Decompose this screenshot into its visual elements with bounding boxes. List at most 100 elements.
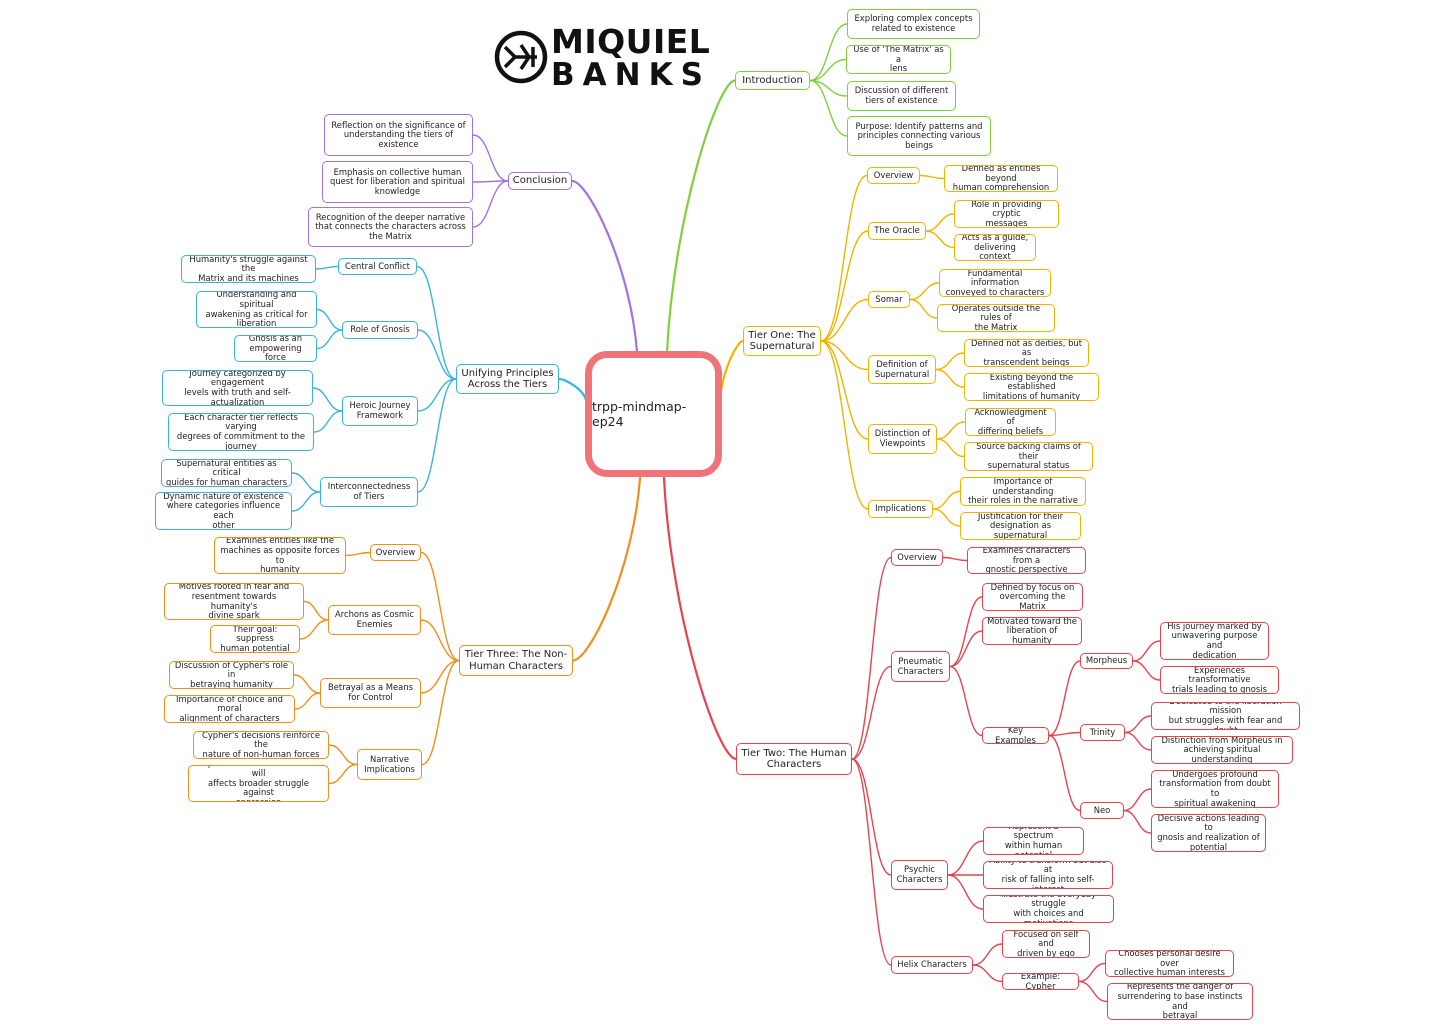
node-t2[interactable]: Tier Two: The Human Characters: [736, 743, 852, 775]
node-t2-tr[interactable]: Trinity: [1080, 724, 1125, 741]
node-t3-ar[interactable]: Archons as Cosmic Enemies: [328, 605, 421, 635]
connector-intro: [665, 79, 737, 354]
node-t2-ne[interactable]: Neo: [1080, 802, 1124, 819]
node-t3-na-1[interactable]: Cypher's decisions reinforce the nature …: [193, 731, 329, 759]
connector-intro_2: [809, 58, 847, 82]
node-co-2[interactable]: Emphasis on collective human quest for l…: [322, 161, 473, 203]
logo-line-1: MIQUIEL: [551, 22, 711, 61]
node-un-ic[interactable]: Interconnectedness of Tiers: [320, 477, 418, 507]
node-t1-or[interactable]: The Oracle: [868, 222, 926, 240]
node-intro-1[interactable]: Exploring complex concepts related to ex…: [847, 9, 980, 39]
node-t2-pn[interactable]: Pneumatic Characters: [891, 651, 950, 682]
node-un-hj[interactable]: Heroic Journey Framework: [342, 396, 418, 426]
node-t2-pn-2[interactable]: Motivated toward the liberation of human…: [982, 617, 1082, 645]
node-t2-cy-1[interactable]: Chooses personal desire over collective …: [1105, 950, 1234, 977]
node-t1-de-2[interactable]: Existing beyond the established limitati…: [964, 373, 1099, 401]
node-t2-cy[interactable]: Example: Cypher: [1002, 973, 1079, 990]
connector-un_hj_2: [313, 410, 343, 433]
node-t1-so[interactable]: Somar: [868, 291, 910, 308]
node-t2-pn-1[interactable]: Defined by focus on overcoming the Matri…: [982, 583, 1083, 611]
node-un-ic-2[interactable]: Dynamic nature of existence where catego…: [155, 492, 292, 530]
node-t3-ar-2[interactable]: Their goal: suppress human potential: [210, 625, 300, 653]
node-t3[interactable]: Tier Three: The Non- Human Characters: [459, 645, 573, 676]
node-t3-ov-1[interactable]: Examines entities like the machines as o…: [214, 537, 346, 574]
connector-t2_ov: [851, 556, 892, 760]
connector-t1_de: [820, 340, 869, 371]
node-un-hj-2[interactable]: Each character tier reflects varying deg…: [168, 413, 314, 451]
node-t3-be-2[interactable]: Importance of choice and moral alignment…: [164, 695, 295, 723]
node-t1-im-1[interactable]: Importance of understanding their roles …: [960, 477, 1086, 506]
node-intro-3[interactable]: Discussion of different tiers of existen…: [847, 81, 956, 111]
connector-t2_cy: [972, 964, 1003, 983]
node-t1-de-1[interactable]: Defined not as deities, but as transcend…: [964, 339, 1089, 367]
connector-t3_ar_2: [299, 619, 329, 640]
node-t1-so-1[interactable]: Fundamental information conveyed to char…: [939, 269, 1051, 297]
node-t3-ov[interactable]: Overview: [370, 544, 421, 561]
node-intro[interactable]: Introduction: [735, 71, 810, 90]
node-un-rg-1[interactable]: Understanding and spiritual awakening as…: [196, 291, 317, 328]
connector-t3_na_2: [328, 763, 358, 785]
node-t3-ar-1[interactable]: Motives rooted in fear and resentment to…: [164, 583, 304, 620]
node-un-cc-1[interactable]: Humanity's struggle against the Matrix a…: [181, 255, 316, 283]
connector-t3_be: [420, 659, 460, 694]
connector-t1_or: [820, 230, 869, 342]
node-t2-ps[interactable]: Psychic Characters: [891, 860, 948, 890]
node-t1-ov[interactable]: Overview: [867, 167, 920, 184]
connector-t3_ar: [420, 619, 460, 662]
node-co[interactable]: Conclusion: [508, 172, 572, 190]
connector-t1_so_1: [909, 282, 940, 301]
node-t3-na-2[interactable]: Exploration of how individual will affec…: [188, 765, 329, 802]
node-t2-ne-2[interactable]: Decisive actions leading to gnosis and r…: [1151, 814, 1266, 852]
node-un-hj-1[interactable]: Journey categorized by engagement levels…: [162, 370, 313, 406]
node-t2-ov[interactable]: Overview: [891, 549, 943, 566]
connector-co_1: [472, 134, 509, 182]
node-t2-he[interactable]: Helix Characters: [891, 956, 973, 974]
connector-intro_4: [809, 79, 848, 137]
node-t1-or-2[interactable]: Acts as a guide, delivering context: [954, 234, 1036, 261]
node-t1-ov-1[interactable]: Defined as entities beyond human compreh…: [944, 165, 1058, 192]
node-co-3[interactable]: Recognition of the deeper narrative that…: [308, 207, 473, 247]
node-t2-ps-1[interactable]: Represent a spectrum within human potent…: [983, 827, 1084, 855]
connector-t1_de_2: [935, 368, 965, 388]
node-t1-di-2[interactable]: Source backing claims of their supernatu…: [964, 442, 1093, 471]
connector-un_cc_1: [315, 265, 339, 270]
node-t1-de[interactable]: Definition of Supernatural: [868, 355, 936, 384]
node-t2-mo-1[interactable]: His journey marked by unwavering purpose…: [1160, 622, 1269, 660]
node-t2-ne-1[interactable]: Undergoes profound transformation from d…: [1151, 770, 1279, 808]
connector-t1_or_1: [925, 213, 955, 232]
connector-t2_ov_1: [942, 556, 968, 562]
node-un-cc[interactable]: Central Conflict: [338, 258, 417, 275]
node-t1-so-2[interactable]: Operates outside the rules of the Matrix: [937, 304, 1055, 332]
logo-mark-icon: [494, 30, 548, 84]
node-t3-na[interactable]: Narrative Implications: [357, 749, 422, 780]
connector-t3_ov_1: [345, 551, 371, 557]
node-t1-im[interactable]: Implications: [868, 500, 933, 518]
node-t2-ps-2[interactable]: Ability to transform but also at risk of…: [983, 861, 1113, 889]
node-t2-cy-2[interactable]: Represents the danger of surrendering to…: [1107, 983, 1253, 1020]
node-t2-ke[interactable]: Key Examples: [982, 727, 1049, 744]
node-intro-4[interactable]: Purpose: Identify patterns and principle…: [847, 116, 991, 156]
node-t2-mo[interactable]: Morpheus: [1080, 653, 1133, 669]
connector-un_cc: [416, 265, 457, 380]
node-t3-be[interactable]: Betrayal as a Means for Control: [320, 678, 421, 708]
node-t1[interactable]: Tier One: The Supernatural: [743, 326, 821, 356]
node-un-ic-1[interactable]: Supernatural entities as critical guides…: [161, 459, 292, 487]
node-un-rg[interactable]: Role of Gnosis: [342, 321, 418, 339]
node-t2-mo-2[interactable]: Experiences transformative trials leadin…: [1160, 666, 1279, 694]
node-intro-2[interactable]: Use of 'The Matrix' as a lens: [846, 45, 951, 74]
node-un[interactable]: Unifying Principles Across the Tiers: [456, 364, 559, 394]
node-t3-be-1[interactable]: Discussion of Cypher's role in betraying…: [169, 661, 294, 689]
node-t2-he-1[interactable]: Focused on self and driven by ego: [1002, 930, 1090, 958]
node-t1-di-1[interactable]: Acknowledgment of differing beliefs: [965, 408, 1056, 436]
central-topic[interactable]: trpp-mindmap-ep24: [585, 351, 722, 477]
node-co-1[interactable]: Reflection on the significance of unders…: [324, 114, 473, 156]
node-t2-ps-3[interactable]: Illustrate the everyday struggle with ch…: [983, 895, 1114, 923]
connector-un_hj_1: [312, 387, 343, 412]
node-un-rg-2[interactable]: Gnosis as an empowering force: [234, 335, 317, 362]
node-t2-tr-1[interactable]: Dedicated to the liberation mission but …: [1151, 702, 1300, 730]
node-t2-tr-2[interactable]: Distinction from Morpheus in achieving s…: [1151, 736, 1293, 764]
node-t1-or-1[interactable]: Role in providing cryptic messages: [954, 200, 1059, 228]
node-t1-im-2[interactable]: Justification for their designation as s…: [960, 512, 1081, 540]
node-t1-di[interactable]: Distinction of Viewpoints: [868, 424, 937, 454]
node-t2-ov-1[interactable]: Examines characters from a gnostic persp…: [967, 547, 1086, 574]
